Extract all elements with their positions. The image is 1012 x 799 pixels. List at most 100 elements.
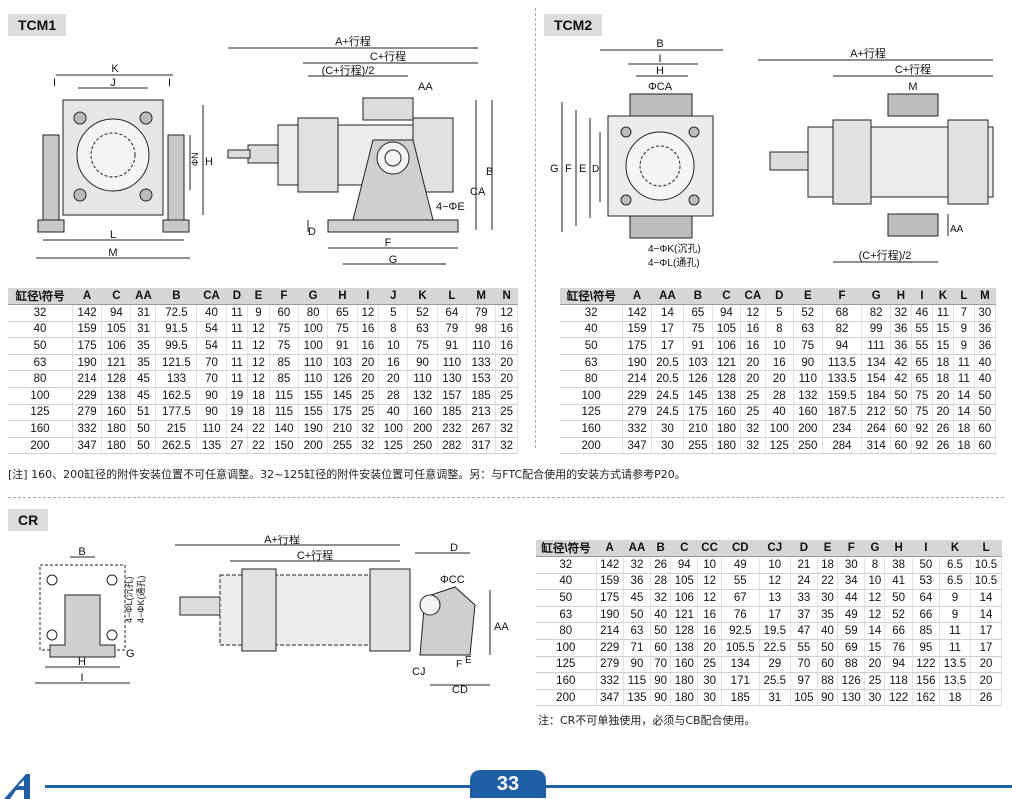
column-header: E: [817, 540, 838, 557]
table-cell: 20: [932, 387, 954, 405]
table-cell: 200: [298, 437, 329, 455]
table-cell: 17: [970, 639, 1003, 657]
table-cell: 184: [861, 387, 891, 405]
dim-label: 4−ΦK(通孔): [136, 576, 146, 623]
table-cell: 28: [378, 387, 409, 405]
column-header: CA: [740, 288, 765, 305]
table-cell: 47: [790, 622, 819, 640]
table-cell: 50: [890, 387, 912, 405]
table-cell: 347: [596, 689, 624, 707]
table-cell: 190: [622, 354, 652, 372]
table-cell: 180: [670, 689, 699, 707]
table-cell: 213: [466, 404, 497, 422]
table-cell: 75: [793, 337, 823, 355]
table-cell: 60: [269, 304, 300, 322]
table-cell: 110: [466, 337, 497, 355]
table-cell: 132: [793, 387, 823, 405]
table-cell: 121: [101, 354, 132, 372]
table-cell: 49: [721, 556, 760, 574]
table-cell: 25: [740, 387, 766, 405]
table-cell: 70: [196, 370, 227, 388]
column-header: D: [790, 540, 818, 557]
table-cell: 50: [817, 639, 839, 657]
table-cell: 16: [740, 321, 766, 339]
table-cell: 40: [650, 606, 672, 624]
table-cell: 45: [623, 589, 652, 607]
table-cell: 159: [622, 321, 652, 339]
table-cell: 36: [890, 321, 912, 339]
table-cell: 25: [495, 387, 518, 405]
table-cell: 63: [407, 321, 438, 339]
table-cell: 9: [939, 589, 971, 607]
table-cell: 36: [974, 337, 997, 355]
table-cell: 32: [560, 304, 624, 322]
column-header: B: [155, 288, 197, 305]
table-cell: 63: [793, 321, 823, 339]
table-cell: 36: [623, 573, 652, 591]
column-header: C: [670, 540, 698, 557]
table-cell: 94: [712, 304, 742, 322]
table-cell: 210: [683, 420, 713, 438]
table-cell: 97: [790, 672, 819, 690]
table-cell: 175: [327, 404, 358, 422]
table-cell: 90: [650, 689, 672, 707]
table-cell: 64: [437, 304, 467, 322]
table-cell: 85: [269, 370, 300, 388]
table-cell: 106: [670, 589, 699, 607]
table-cell: 160: [407, 404, 438, 422]
table-cell: 16: [495, 337, 518, 355]
table-cell: 255: [327, 437, 358, 455]
dim-label: C+行程: [297, 549, 333, 562]
dim-label: G: [389, 254, 398, 266]
dim-label: F: [565, 163, 572, 175]
table-cell: 16: [378, 354, 409, 372]
table-cell: 160: [536, 672, 597, 690]
table-cell: 125: [536, 656, 597, 674]
table-cell: 38: [884, 556, 913, 574]
table-cell: 8: [864, 556, 886, 574]
table-cell: 40: [196, 304, 227, 322]
table-cell: 12: [759, 573, 791, 591]
table-cell: 52: [793, 304, 823, 322]
dim-label: B: [486, 166, 493, 178]
table-cell: 5: [765, 304, 795, 322]
table-cell: 128: [712, 370, 742, 388]
table-cell: 177.5: [155, 404, 198, 422]
dim-label: I: [168, 77, 171, 89]
table-cell: 65: [683, 304, 713, 322]
column-header: H: [890, 288, 912, 305]
table-cell: 32: [740, 420, 766, 438]
table-cell: 105: [712, 321, 742, 339]
table-cell: 26: [650, 556, 672, 574]
dim-label: ΦCC: [440, 574, 465, 586]
column-header: CD: [721, 540, 760, 557]
table-cell: 180: [712, 420, 742, 438]
table-cell: 50: [912, 556, 941, 574]
dim-label: B: [78, 546, 85, 558]
table-cell: 142: [72, 304, 103, 322]
table-cell: 10: [864, 573, 886, 591]
table-cell: 26: [970, 689, 1003, 707]
table-cell: 50: [536, 589, 597, 607]
table-cell: 140: [269, 420, 300, 438]
table-cell: 110: [437, 354, 467, 372]
table-cell: 159.5: [822, 387, 863, 405]
table-cell: 100: [8, 387, 73, 405]
table-cell: 20: [378, 370, 409, 388]
table-cell: 10: [378, 337, 409, 355]
dim-label: 4−ΦL(沉孔): [124, 577, 134, 623]
table-cell: 133.5: [822, 370, 863, 388]
column-header: M: [466, 288, 496, 305]
table-cell: 12: [697, 573, 722, 591]
table-cell: 15: [932, 321, 954, 339]
tcm-note: [注] 160、200缸径的附件安装位置不可任意调整。32~125缸径的附件安装…: [8, 468, 686, 481]
table-cell: 153: [466, 370, 497, 388]
